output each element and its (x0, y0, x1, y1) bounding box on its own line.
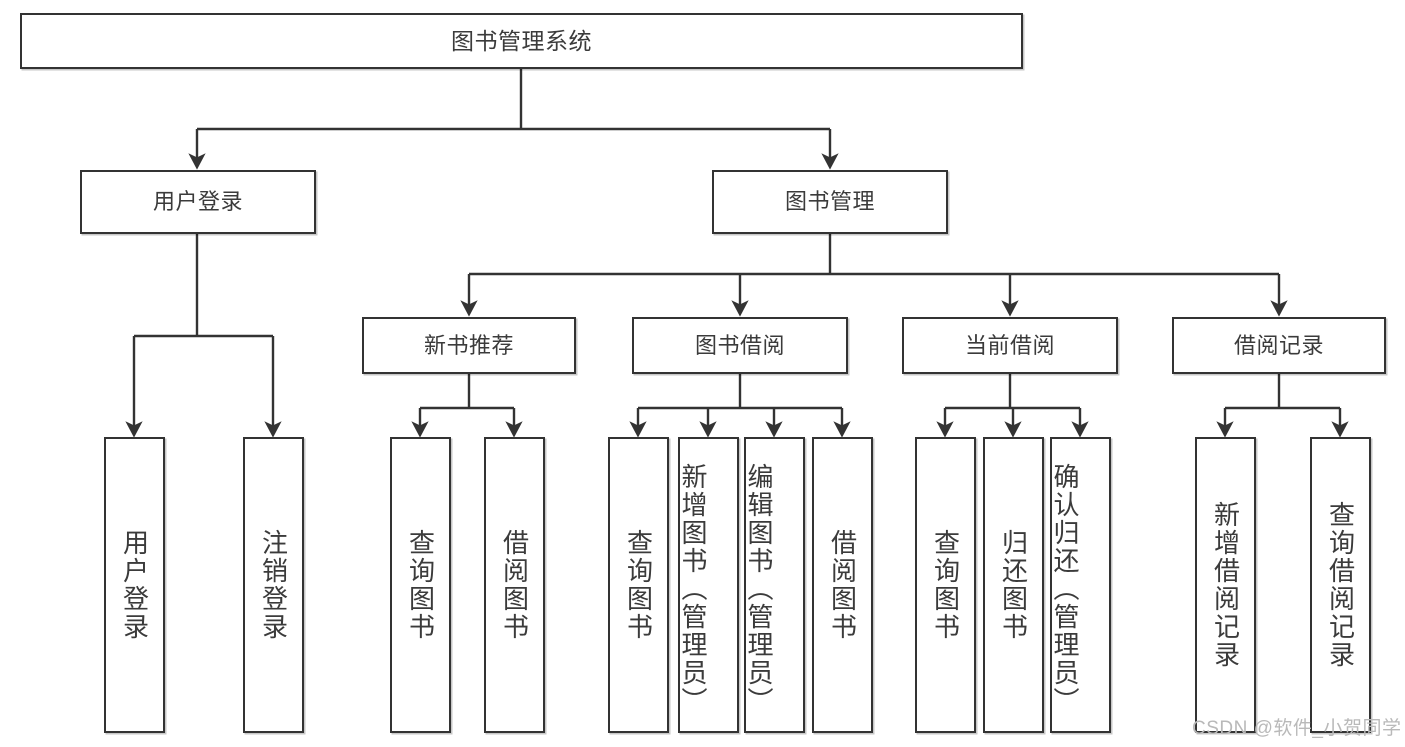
node-label: 注销登录 (258, 529, 289, 641)
node-root-system[interactable]: 图书管理系统 (20, 13, 1023, 69)
edge-currentborrow-to-leaves (936, 374, 1089, 438)
node-label: 查询图书 (623, 529, 654, 641)
node-label: 编辑图书（管理员） (744, 463, 774, 715)
node-leaf-borrow-book[interactable]: 借阅图书 (812, 437, 873, 733)
edge-newbook-to-leaves (411, 374, 523, 438)
node-label: 用户登录 (152, 189, 243, 215)
node-book-management[interactable]: 图书管理 (712, 170, 948, 234)
node-leaf-edit-book-admin[interactable]: 编辑图书（管理员） (744, 437, 805, 733)
node-leaf-return-book[interactable]: 归还图书 (983, 437, 1044, 733)
node-label: 归还图书 (998, 529, 1029, 641)
node-book-borrow[interactable]: 图书借阅 (632, 317, 848, 374)
node-label: 借阅图书 (499, 529, 530, 641)
node-leaf-confirm-return-admin[interactable]: 确认归还（管理员） (1050, 437, 1111, 733)
node-label: 当前借阅 (964, 332, 1055, 358)
node-label: 图书借阅 (694, 332, 785, 358)
node-current-borrow[interactable]: 当前借阅 (902, 317, 1118, 374)
node-leaf-query-book-current[interactable]: 查询图书 (915, 437, 976, 733)
node-label: 新增图书（管理员） (678, 463, 708, 715)
node-label: 查询借阅记录 (1325, 501, 1356, 669)
node-leaf-query-book-borrow[interactable]: 查询图书 (608, 437, 669, 733)
edge-root-to-level2 (188, 69, 839, 170)
edge-userlogin-to-leaves (125, 234, 282, 438)
node-borrow-records[interactable]: 借阅记录 (1172, 317, 1386, 374)
node-leaf-user-login[interactable]: 用户登录 (104, 437, 165, 733)
edge-bookmgmt-to-level3 (460, 234, 1288, 317)
node-label: 确认归还（管理员） (1050, 463, 1080, 715)
node-label: 查询图书 (405, 529, 436, 641)
node-leaf-query-borrow-record[interactable]: 查询借阅记录 (1310, 437, 1371, 733)
node-label: 借阅图书 (827, 529, 858, 641)
node-label: 新书推荐 (423, 332, 514, 358)
node-user-login[interactable]: 用户登录 (80, 170, 316, 234)
node-new-book-recommend[interactable]: 新书推荐 (362, 317, 576, 374)
watermark-text: CSDN @软件_小贺同学 (1192, 718, 1402, 739)
node-leaf-add-book-admin[interactable]: 新增图书（管理员） (678, 437, 739, 733)
node-label: 借阅记录 (1233, 332, 1324, 358)
node-leaf-borrow-book-recommend[interactable]: 借阅图书 (484, 437, 545, 733)
node-label: 图书管理 (784, 189, 875, 215)
edge-borrowrecords-to-leaves (1216, 374, 1349, 438)
edge-bookborrow-to-leaves (629, 374, 851, 438)
node-leaf-add-borrow-record[interactable]: 新增借阅记录 (1195, 437, 1256, 733)
node-label: 用户登录 (119, 529, 150, 641)
node-leaf-query-book-recommend[interactable]: 查询图书 (390, 437, 451, 733)
node-label: 查询图书 (930, 529, 961, 641)
node-label: 图书管理系统 (451, 27, 592, 54)
node-leaf-user-logout[interactable]: 注销登录 (243, 437, 304, 733)
node-label: 新增借阅记录 (1210, 501, 1241, 669)
